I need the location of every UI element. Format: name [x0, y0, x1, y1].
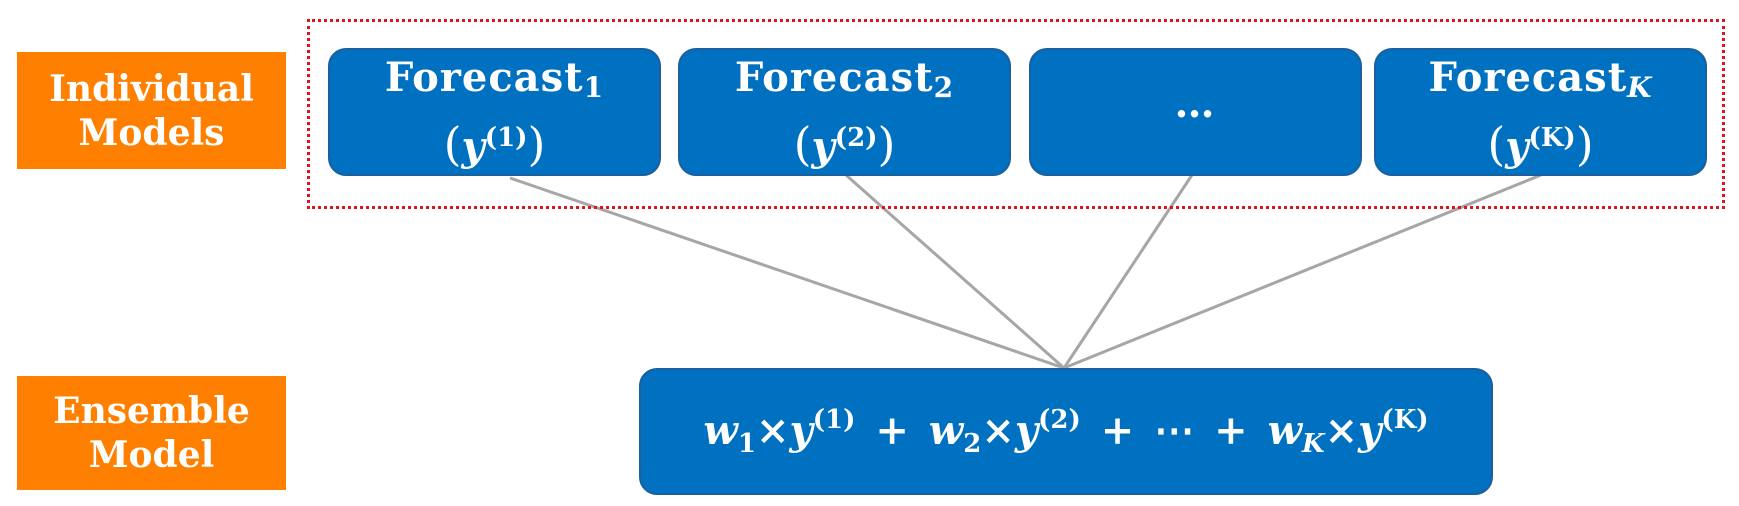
individual-models-group	[307, 19, 1725, 209]
forecast-box-ellipsis: …	[1029, 48, 1362, 176]
forecast-expr-2: (y(2))	[793, 116, 896, 171]
forecast-expr-1: (y(1))	[443, 116, 546, 171]
ensemble-model-label-line1: Ensemble	[53, 390, 250, 432]
forecast-expr-k: (y(K))	[1487, 116, 1594, 171]
ensemble-model-label-line2: Model	[88, 434, 215, 476]
connector-line-1	[509, 176, 1065, 370]
forecast-box-1: Forecast1 (y(1))	[328, 48, 661, 176]
ensemble-box: w1×y(1) + w2×y(2) + ⋯ + wK×y(K)	[639, 368, 1493, 495]
ensemble-model-label: Ensemble Model	[17, 376, 286, 490]
individual-models-label-line2: Models	[78, 111, 225, 154]
forecast-title-2: Forecast2	[734, 53, 955, 104]
individual-models-label: Individual Models	[17, 52, 286, 169]
forecast-title-1: Forecast1	[384, 53, 605, 104]
individual-models-label-line1: Individual	[49, 67, 254, 110]
forecast-ellipsis: …	[1174, 79, 1217, 127]
ensemble-formula: w1×y(1) + w2×y(2) + ⋯ + wK×y(K)	[703, 404, 1429, 459]
forecast-title-k: ForecastK	[1428, 53, 1653, 104]
forecast-box-2: Forecast2 (y(2))	[678, 48, 1011, 176]
forecast-box-k: ForecastK (y(K))	[1374, 48, 1707, 176]
